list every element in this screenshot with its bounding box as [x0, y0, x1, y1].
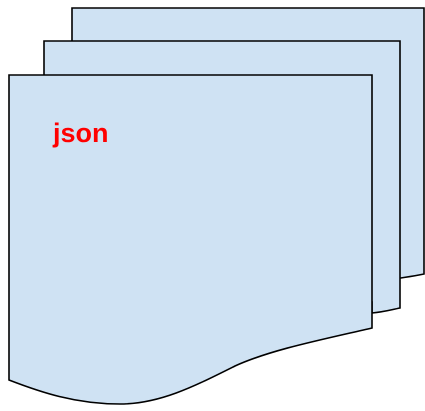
document-sheet-front: [8, 74, 373, 405]
document-label: json: [52, 118, 109, 148]
